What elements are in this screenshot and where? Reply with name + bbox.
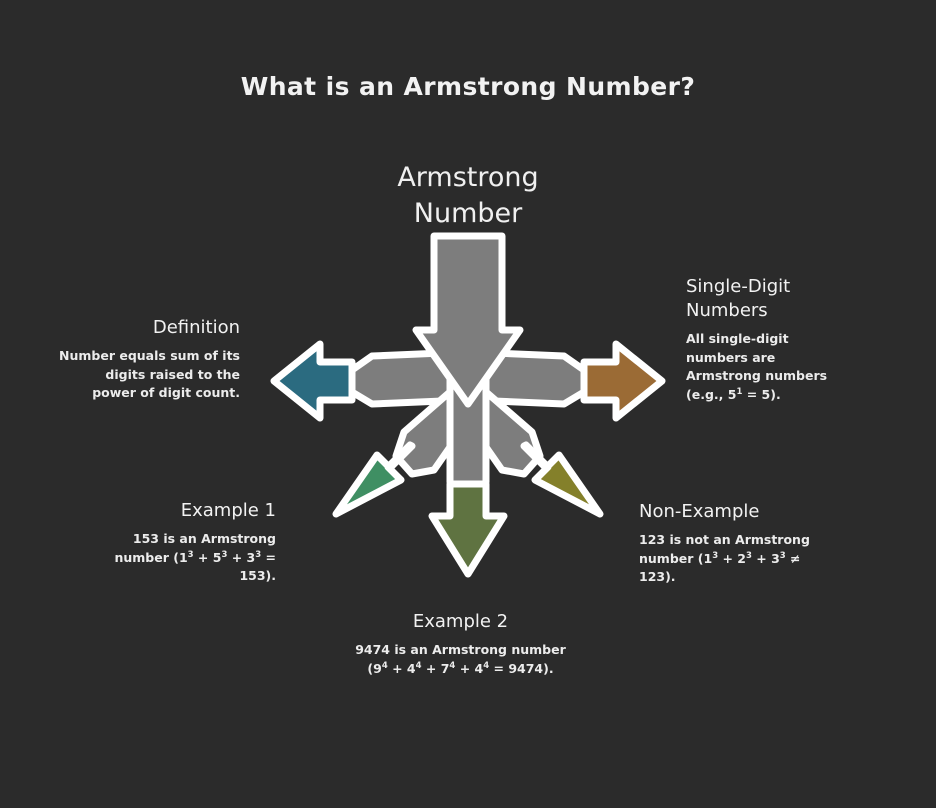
branch-example-2-body: 9474 is an Armstrong number (94 + 44 + 7…	[348, 641, 573, 678]
arrow-non-example[interactable]	[520, 441, 604, 518]
page-title: What is an Armstrong Number?	[240, 72, 696, 101]
branch-example-2: Example 2 9474 is an Armstrong number (9…	[348, 610, 573, 678]
sd-line1: All single-digit	[686, 331, 789, 346]
branch-single-digit-title: Single-Digit Numbers	[686, 276, 791, 321]
sd-line3: Armstrong numbers	[686, 368, 828, 383]
nex-post: ≠ 123).	[639, 550, 801, 585]
branch-single-digit-body: All single-digit numbers are Armstrong n…	[686, 330, 846, 404]
hub-fan-group	[348, 348, 588, 504]
hub-tail-right	[466, 348, 588, 408]
center-node-label-line1: Armstrong	[397, 162, 539, 193]
ex2-post: = 9474).	[489, 660, 554, 676]
ex2-pre: 9474 is an Armstrong number (9	[355, 642, 566, 676]
branch-non-example-body: 123 is not an Armstrong number (13 + 23 …	[639, 531, 819, 587]
hub-tail-down	[446, 372, 490, 504]
branch-example-1-title: Example 1	[180, 500, 276, 521]
center-node-label-line2: Number	[413, 198, 523, 229]
branch-definition-title: Definition	[152, 317, 240, 338]
ex1-exponent-1: 3	[187, 549, 194, 560]
sd-line4-pre: (e.g., 5	[686, 386, 737, 402]
ex2-mid2: + 7	[421, 660, 450, 676]
ex2-exponent-1: 4	[381, 660, 388, 671]
nex-exponent-3: 3	[779, 550, 786, 561]
hub-tail-left	[348, 348, 470, 408]
ex1-mid2: + 3	[227, 549, 256, 565]
sd-exponent-1: 1	[736, 386, 743, 397]
nex-exponent-2: 3	[745, 550, 752, 561]
ex2-mid1: + 4	[387, 660, 416, 676]
arrow-example-2[interactable]	[428, 480, 508, 578]
hub-tail-lower-left	[392, 374, 484, 478]
ex2-exponent-2: 4	[415, 660, 422, 671]
nex-pre: 123 is not an Armstrong number (1	[639, 532, 810, 566]
ex2-exponent-4: 4	[483, 660, 490, 671]
branch-definition: Definition Number equals sum of its digi…	[58, 316, 240, 403]
hub-tail-lower-right	[452, 374, 544, 478]
ex1-post: = 153).	[239, 549, 276, 584]
branch-definition-body: Number equals sum of its digits raised t…	[59, 348, 240, 400]
central-down-arrow	[412, 232, 524, 408]
branch-example-1-body: 153 is an Armstrong number (13 + 53 + 33…	[110, 530, 276, 586]
sd-line2: numbers are	[686, 349, 776, 365]
nex-mid1: + 2	[718, 550, 746, 566]
nex-mid2: + 3	[751, 550, 780, 566]
branch-non-example: Non-Example 123 is not an Armstrong numb…	[639, 500, 819, 587]
sd-line4-post: = 5).	[742, 386, 781, 402]
ex2-exponent-3: 4	[449, 660, 456, 671]
ex1-exponent-2: 3	[221, 549, 228, 560]
arrow-definition[interactable]	[270, 340, 356, 422]
arrow-single-digit[interactable]	[580, 340, 666, 422]
ex2-mid3: + 4	[455, 660, 484, 676]
ex1-exponent-3: 3	[255, 549, 262, 560]
ex1-pre: 153 is an Armstrong number (1	[114, 531, 276, 565]
branch-example-2-title: Example 2	[412, 611, 509, 632]
branch-single-digit: Single-Digit Numbers All single-digit nu…	[686, 275, 846, 404]
branch-non-example-title: Non-Example	[639, 501, 760, 522]
ex1-mid1: + 5	[193, 549, 222, 565]
center-node-label: Armstrong Number	[328, 160, 608, 232]
arrow-example-1[interactable]	[332, 441, 416, 518]
nex-exponent-1: 3	[712, 550, 719, 561]
branch-example-1: Example 1 153 is an Armstrong number (13…	[110, 499, 276, 586]
